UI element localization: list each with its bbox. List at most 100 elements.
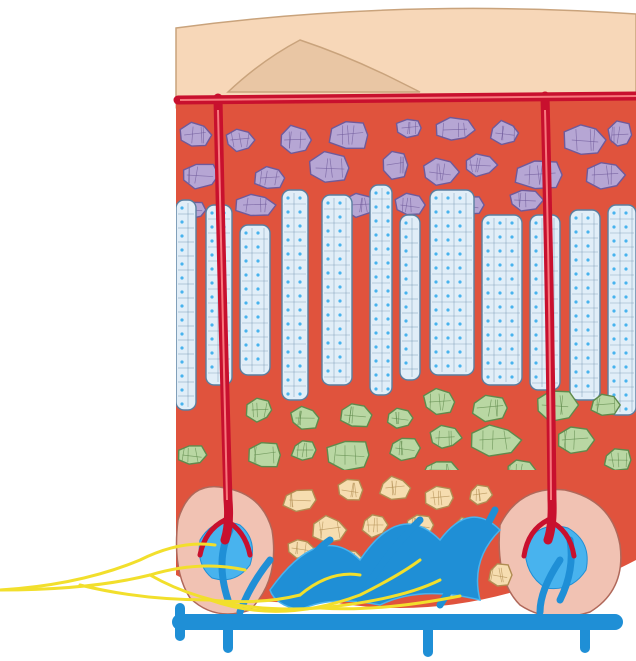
blue-column-outline — [176, 199, 197, 411]
nerve-fiber — [0, 564, 247, 592]
cell-nucleus — [510, 333, 514, 337]
cell-nucleus — [298, 308, 302, 312]
cell-nucleus — [326, 299, 330, 303]
cell-wall — [442, 393, 446, 411]
purple-cell-cluster — [225, 128, 256, 153]
cell-nucleus — [510, 249, 514, 253]
blue-column-outline — [481, 214, 523, 386]
green-cell-cluster-outline — [339, 403, 373, 428]
vein-branch — [536, 556, 564, 616]
cell-wall — [361, 197, 363, 213]
cell-nucleus — [612, 211, 616, 215]
cell-nucleus — [338, 313, 342, 317]
cell-nucleus — [624, 323, 628, 327]
cell-nucleus — [386, 191, 390, 195]
cell-wall — [500, 567, 504, 583]
cell-nucleus — [298, 364, 302, 368]
cell-nucleus — [404, 263, 408, 267]
cell-nucleus — [286, 378, 290, 382]
green-cell-cluster-outline — [248, 441, 282, 468]
cell-nucleus — [534, 235, 538, 239]
cell-wall — [478, 488, 480, 502]
purple-cell-cluster-outline — [422, 157, 461, 187]
cell-nucleus — [244, 315, 248, 319]
cell-nucleus — [434, 336, 438, 340]
cell-wall — [200, 126, 203, 144]
blue-column-outline — [569, 209, 601, 401]
green-cell-cluster — [471, 394, 508, 423]
cell-nucleus — [446, 196, 450, 200]
cell-wall — [560, 395, 564, 415]
vein-branch — [296, 536, 334, 604]
cell-nucleus — [286, 252, 290, 256]
cell-nucleus — [586, 244, 590, 248]
cell-wall — [537, 165, 541, 185]
cell-wall — [591, 172, 619, 176]
cell-nucleus — [458, 210, 462, 214]
cell-nucleus — [534, 347, 538, 351]
purple-cell-cluster — [585, 161, 627, 190]
green-cell-cluster — [177, 445, 208, 465]
cell-nucleus — [624, 253, 628, 257]
cell-nucleus — [612, 239, 616, 243]
cell-nucleus — [574, 328, 578, 332]
cell-wall — [432, 490, 436, 506]
cell-wall — [394, 480, 397, 496]
cell-nucleus — [434, 364, 438, 368]
cell-wall — [494, 399, 498, 417]
cell-nucleus — [256, 301, 260, 305]
cell-wall — [438, 393, 441, 411]
cell-nucleus — [434, 210, 438, 214]
cell-nucleus — [210, 309, 214, 313]
cell-nucleus — [498, 305, 502, 309]
cell-wall — [354, 445, 357, 465]
cell-nucleus — [486, 347, 490, 351]
green-cell-cluster — [429, 424, 463, 449]
cell-nucleus — [612, 309, 616, 313]
purple-cell-cluster — [509, 189, 545, 212]
cell-nucleus — [180, 234, 184, 238]
cell-wall — [335, 454, 365, 457]
cell-nucleus — [574, 230, 578, 234]
cell-wall — [398, 440, 401, 456]
cell-nucleus — [486, 249, 490, 253]
cell-nucleus — [586, 272, 590, 276]
cell-nucleus — [386, 275, 390, 279]
blue-cell-column — [607, 204, 636, 416]
cell-nucleus — [404, 277, 408, 281]
cell-wall — [476, 405, 504, 409]
cell-nucleus — [180, 304, 184, 308]
cell-nucleus — [386, 331, 390, 335]
cell-nucleus — [286, 196, 290, 200]
cell-wall — [559, 395, 563, 415]
cell-wall — [495, 132, 515, 136]
cell-nucleus — [612, 337, 616, 341]
cell-wall — [274, 170, 278, 186]
cell-nucleus — [386, 387, 390, 391]
purple-cell-cluster-outline — [395, 118, 422, 139]
cell-nucleus — [326, 285, 330, 289]
cell-nucleus — [446, 336, 450, 340]
cell-wall — [404, 197, 409, 213]
green-cell-cluster — [389, 437, 422, 462]
cell-nucleus — [374, 303, 378, 307]
cell-nucleus — [338, 243, 342, 247]
cell-nucleus — [374, 289, 378, 293]
cell-wall — [589, 129, 592, 151]
cell-nucleus — [446, 350, 450, 354]
cell-nucleus — [534, 333, 538, 337]
cell-nucleus — [498, 333, 502, 337]
cell-nucleus — [180, 402, 184, 406]
cell-nucleus — [298, 336, 302, 340]
cell-nucleus — [624, 365, 628, 369]
cell-nucleus — [210, 337, 214, 341]
cell-nucleus — [574, 244, 578, 248]
purple-cell-cluster-outline — [182, 163, 220, 190]
purple-cell-cluster-outline — [585, 161, 627, 190]
green-cell-cluster — [603, 448, 632, 472]
cell-nucleus — [326, 327, 330, 331]
cell-wall — [264, 197, 267, 213]
cell-nucleus — [624, 351, 628, 355]
cell-nucleus — [338, 327, 342, 331]
cell-wall — [254, 451, 276, 456]
